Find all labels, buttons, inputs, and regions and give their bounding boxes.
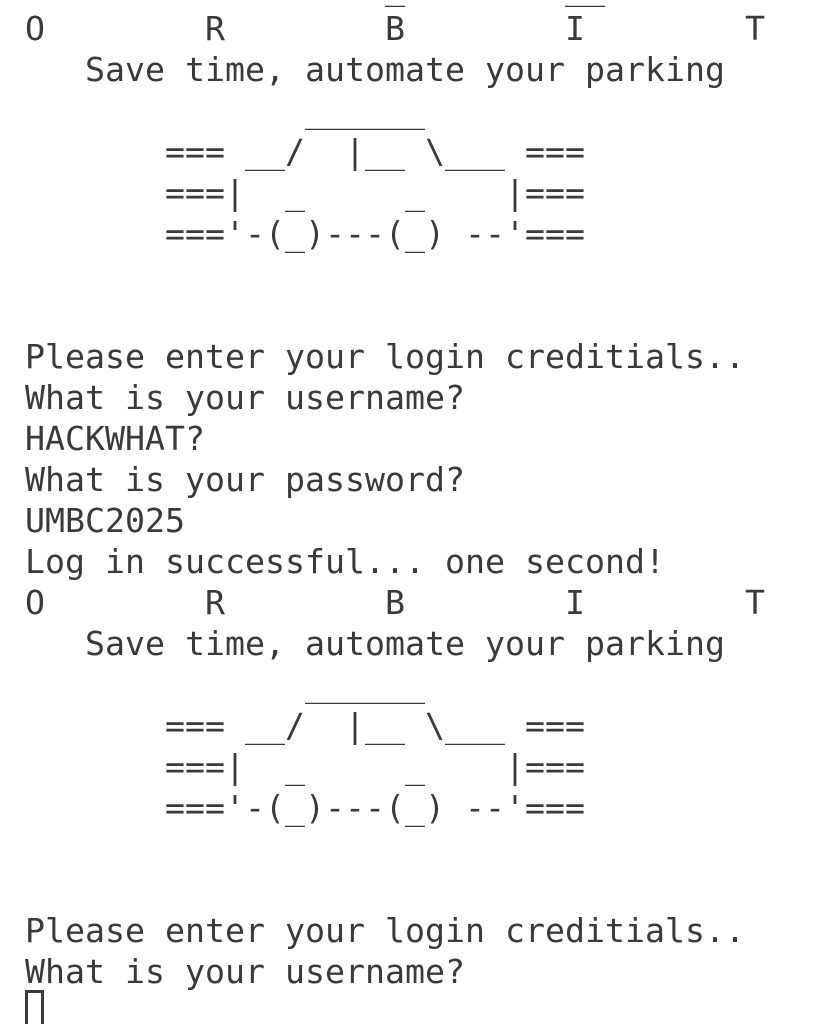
terminal-output: _ __ O R B I T Save time, automate your …: [25, 0, 765, 991]
terminal-cursor: [25, 990, 44, 1024]
